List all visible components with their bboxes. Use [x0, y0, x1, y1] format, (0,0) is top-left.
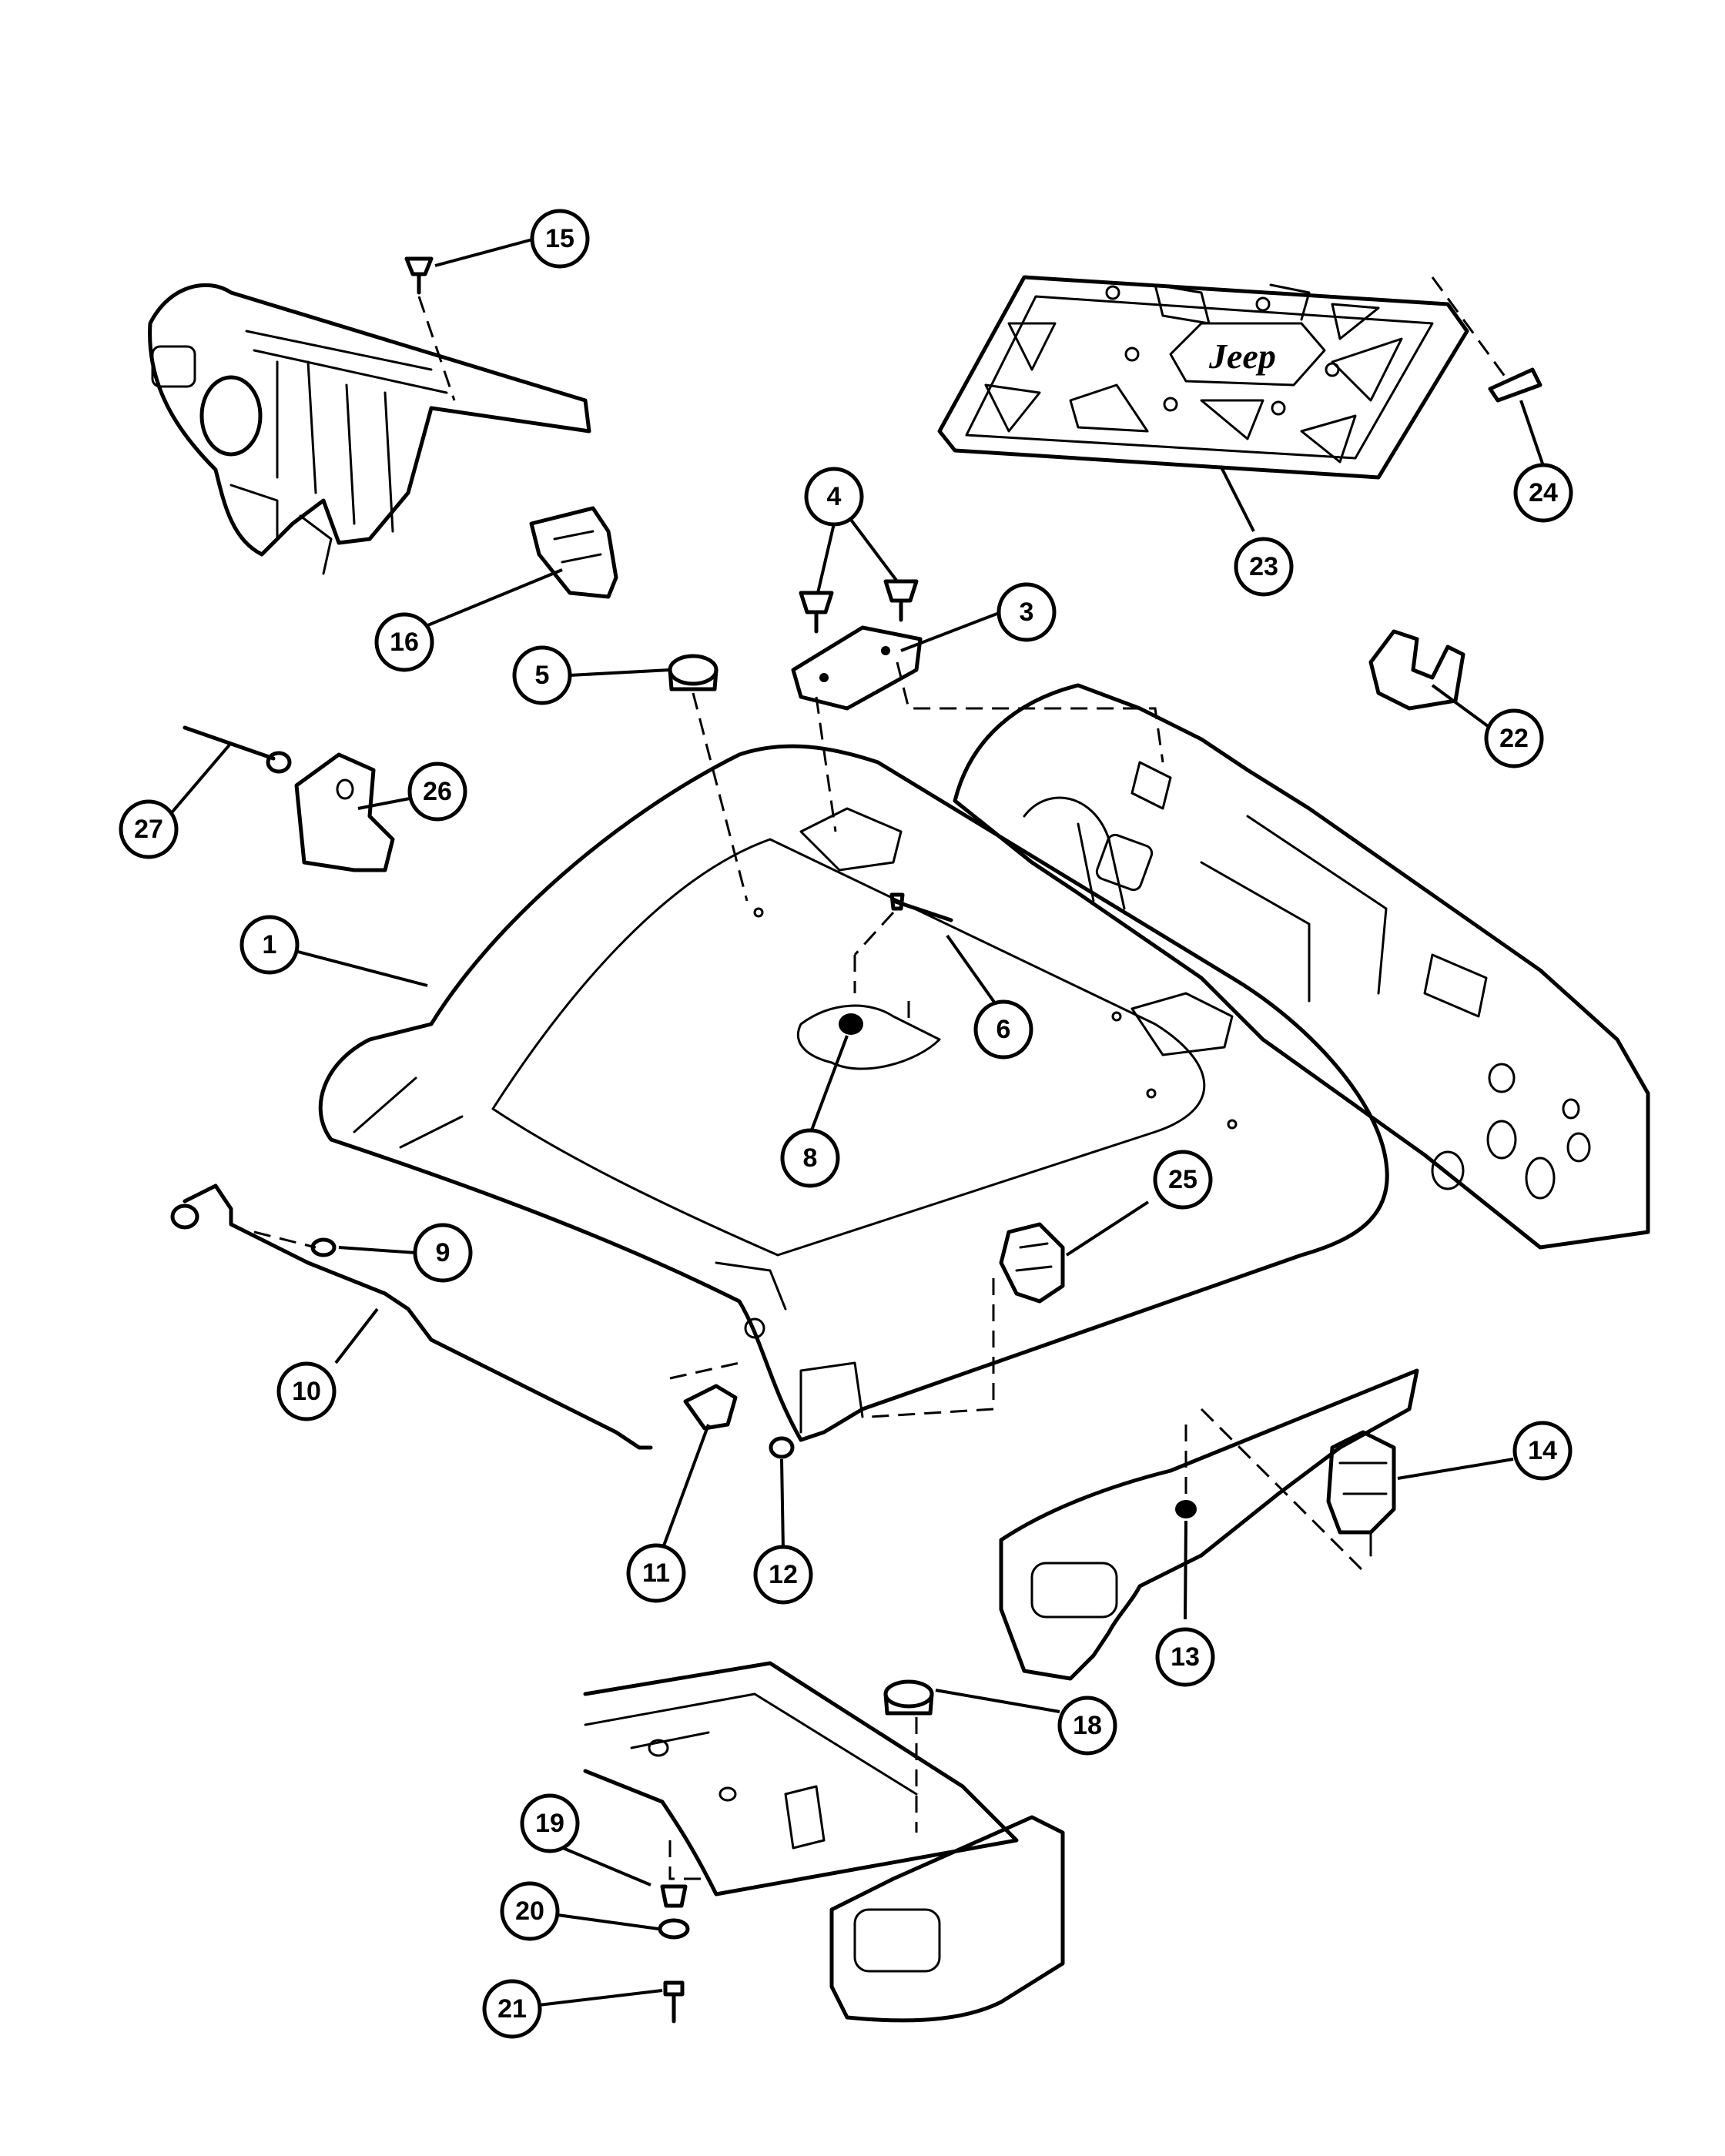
callout-11: 11	[626, 1543, 686, 1603]
callout-10: 10	[276, 1361, 337, 1421]
part-5-bumper	[668, 654, 749, 902]
part-3-hood-hinge	[791, 625, 1164, 832]
part-10-prop-rod	[170, 1183, 653, 1450]
callout-label: 15	[545, 224, 574, 253]
grille-support-panel	[148, 283, 591, 575]
callout-label: 1	[263, 930, 277, 959]
part-24-clip	[1431, 276, 1542, 403]
callout-label: 5	[535, 661, 550, 690]
callout-label: 3	[1020, 598, 1034, 627]
callout-21: 21	[482, 1979, 542, 2039]
callout-label: 12	[769, 1560, 798, 1589]
part-20-washer	[658, 1918, 690, 1940]
callout-label: 27	[134, 815, 163, 844]
callout-label: 11	[642, 1558, 670, 1588]
callout-12: 12	[753, 1545, 813, 1605]
part-12-nut	[769, 1436, 795, 1459]
fender-extension	[999, 1368, 1419, 1681]
callout-8: 8	[780, 1128, 840, 1188]
callout-20: 20	[500, 1881, 560, 1941]
callout-label: 23	[1249, 552, 1278, 581]
jeep-logo: Jeep	[1208, 336, 1276, 376]
callout-26: 26	[407, 762, 467, 822]
callout-label: 10	[292, 1377, 321, 1406]
fender-lower-detail	[829, 1815, 1065, 2023]
part-18-bumper-stop	[883, 1679, 934, 1833]
callout-label: 14	[1528, 1436, 1557, 1465]
part-26-bracket	[294, 752, 395, 872]
part-6-prop-rod	[853, 892, 953, 1024]
callout-label: 21	[497, 1994, 527, 2024]
callout-label: 6	[996, 1015, 1011, 1044]
part-8-insulator-clip	[796, 1004, 941, 1070]
part-16-hood-latch	[529, 506, 618, 599]
callout-19: 19	[520, 1793, 580, 1853]
callout-4: 4	[804, 467, 864, 527]
callout-label: 19	[535, 1809, 564, 1838]
part-1-hood	[318, 744, 1389, 1442]
callout-label: 16	[390, 628, 419, 657]
part-21-bolt	[663, 1980, 685, 2024]
callout-22: 22	[1484, 708, 1544, 768]
callout-label: 8	[803, 1143, 818, 1173]
callout-9: 9	[413, 1223, 473, 1283]
callout-label: 18	[1073, 1711, 1102, 1740]
callout-13: 13	[1155, 1627, 1215, 1687]
part-25-latch-striker	[869, 1222, 1065, 1418]
callout-23: 23	[1234, 537, 1294, 597]
hood-corner-detail	[583, 1661, 1019, 1897]
callout-25: 25	[1153, 1150, 1213, 1210]
callout-18: 18	[1057, 1696, 1117, 1756]
part-11-bracket	[669, 1361, 740, 1431]
part-15-screw	[404, 256, 456, 401]
callout-label: 26	[423, 777, 452, 806]
part-27-prop-rod-clip	[183, 725, 292, 774]
callout-24: 24	[1513, 463, 1573, 523]
callout-label: 9	[436, 1238, 451, 1267]
part-4-screws	[799, 579, 919, 634]
callout-3: 3	[996, 582, 1057, 642]
part-9-bumper	[253, 1230, 337, 1257]
callout-6: 6	[973, 999, 1033, 1060]
part-22-bracket	[1368, 629, 1465, 711]
callout-1: 1	[239, 915, 300, 975]
part-23-hood-insulator: Jeep	[937, 275, 1469, 480]
callout-27: 27	[119, 799, 179, 859]
part-13-nut	[1175, 1424, 1197, 1518]
callout-label: 4	[827, 482, 842, 511]
callout-15: 15	[530, 209, 590, 269]
callout-label: 20	[515, 1897, 544, 1926]
callout-5: 5	[512, 645, 572, 705]
callout-label: 13	[1171, 1642, 1200, 1672]
callout-16: 16	[374, 612, 434, 672]
fender-cowl-panel	[953, 683, 1650, 1250]
callout-label: 25	[1168, 1165, 1197, 1194]
callout-label: 24	[1529, 478, 1558, 507]
callout-14: 14	[1512, 1421, 1573, 1481]
part-14-hood-latch	[1200, 1408, 1396, 1572]
leader-lines	[162, 237, 1545, 2008]
part-19-bushing	[660, 1884, 688, 1908]
callout-label: 22	[1499, 724, 1529, 753]
